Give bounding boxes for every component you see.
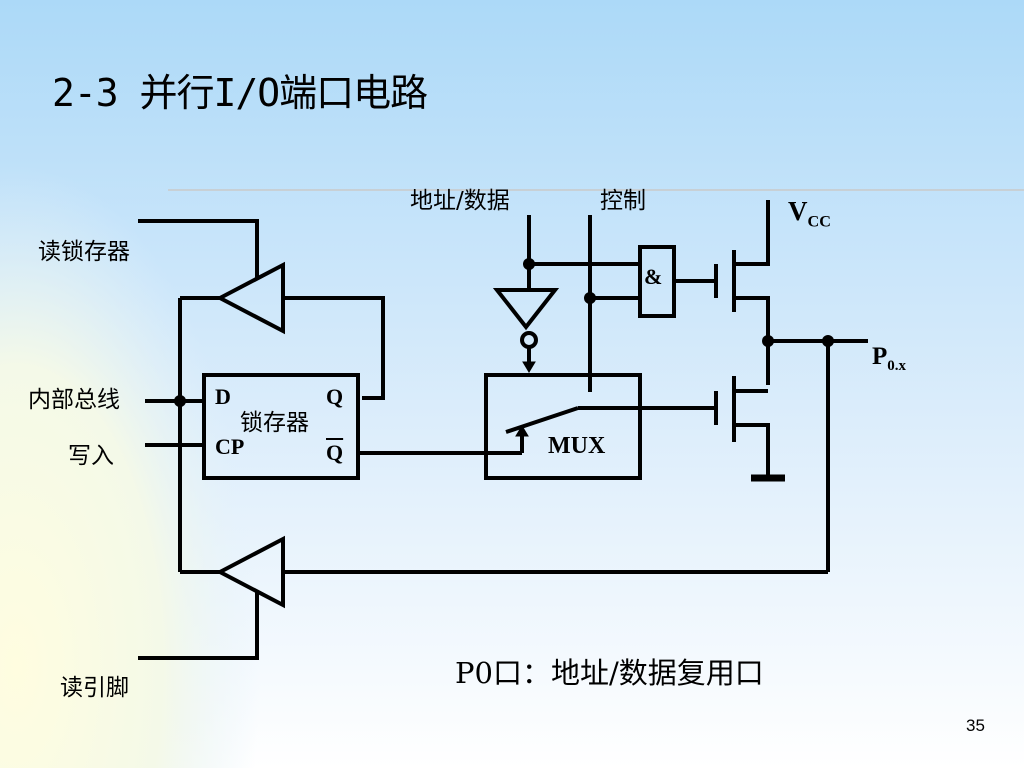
read-latch-buffer (138, 219, 385, 400)
inverter (492, 288, 560, 364)
latch-cp-pin: CP (215, 434, 245, 459)
latch-box (202, 373, 360, 480)
read-latch-label: 读锁存器 (38, 239, 130, 265)
read-pin-label: 读引脚 (60, 675, 129, 701)
control-label: 控制 (600, 188, 646, 214)
write-label: 写入 (68, 443, 114, 469)
read-pin-buffer (138, 535, 828, 660)
latch-qbar-pin: Q (326, 440, 344, 465)
slide-caption: P0口：地址/数据复用口 (455, 656, 764, 690)
internal-bus-label: 内部总线 (28, 387, 120, 413)
lower-fet (640, 376, 770, 476)
latch-d-pin: D (215, 384, 231, 409)
slide-title: 2-3 并行I/O端口电路 (52, 71, 428, 115)
junction-dot (822, 335, 834, 347)
junction-dot (174, 395, 186, 407)
junction-dot (584, 292, 596, 304)
addr-data-label: 地址/数据 (410, 188, 510, 214)
upper-fet (714, 200, 770, 385)
mux-box (484, 373, 642, 480)
latch-q-pin: Q (326, 384, 344, 409)
latch-name: 锁存器 (240, 410, 309, 436)
junction-dot (523, 258, 535, 270)
junction-dot (762, 335, 774, 347)
and-gate-symbol: & (644, 264, 663, 289)
mux-label: MUX (548, 433, 606, 459)
port-label: P0.x (872, 343, 907, 374)
page-number: 35 (966, 716, 985, 735)
vcc-label: VCC (788, 196, 831, 231)
